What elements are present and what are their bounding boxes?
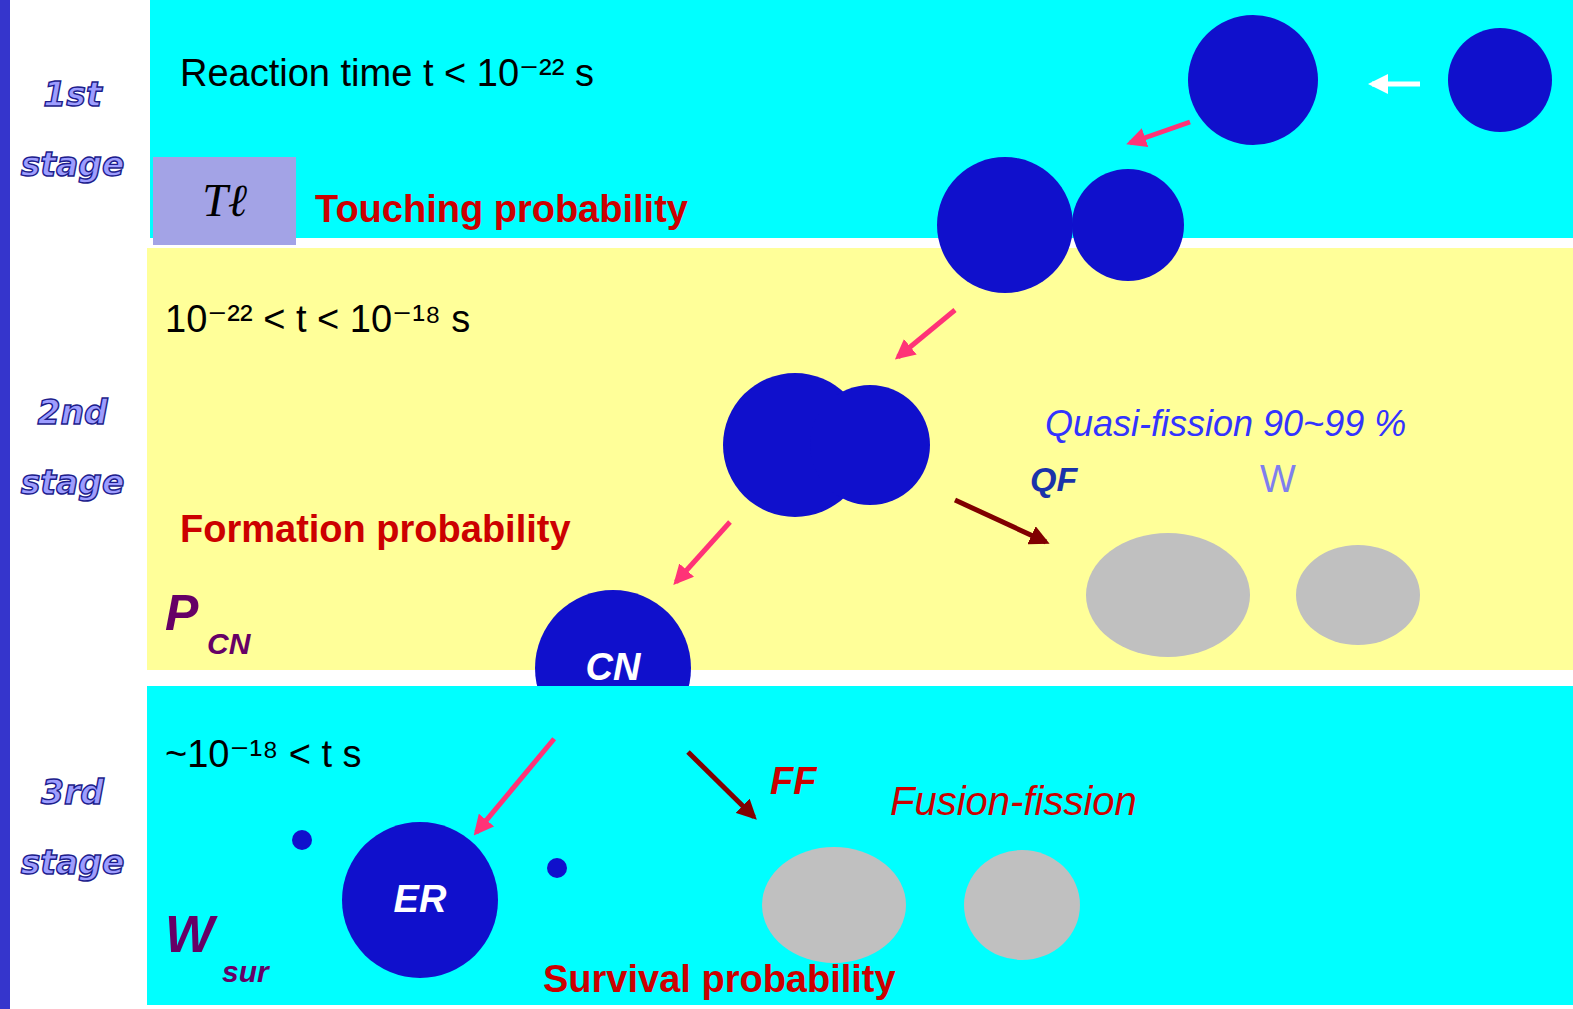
dinuclear-system [810,385,930,505]
stage-label: 2nd stage [0,378,145,518]
touching-nucleus [1072,169,1184,281]
target-nucleus [1188,15,1318,145]
touching-nucleus [937,157,1073,293]
edge-bar [0,0,10,1009]
channel-note: Fusion-fission [890,778,1137,824]
nucleus-label: CN [586,646,641,690]
evaporation-residue: ER [342,822,498,978]
stage-band: Tℓ Reaction time t < 10⁻²² s Touching prob… [150,0,1573,238]
nucleus-label: ER [394,878,447,922]
time-range: ~10⁻¹⁸ < t s [165,733,362,777]
flow-arrow [676,522,730,582]
probability-subscript: sur [222,955,269,990]
quasi-fission-arrow [955,500,1046,542]
projectile-nucleus [1448,28,1552,132]
fission-fragment [964,850,1080,960]
evaporated-neutron [292,830,312,850]
flow-arrow [1130,122,1190,143]
fission-fragment [762,847,906,963]
stage-band: ER ~10⁻¹⁸ < t s FF Fusion-fissionWsur Surviv… [147,686,1573,1005]
nucleus-disc [342,822,498,978]
stage-label: 1st stage [0,60,145,200]
stage-title: Survival probability [543,958,896,1002]
channel-symbol: W [1260,458,1296,502]
flow-arrow [476,739,554,833]
fusion-fission-arrow [688,752,754,817]
probability-symbol: W [165,905,214,965]
stage-title: Formation probability [180,508,571,552]
channel-note: Quasi-fission 90~99 % [1045,403,1406,444]
channel-tag: QF [1030,460,1077,499]
probability-symbol: P [165,585,198,643]
flow-arrow [898,310,955,357]
stage-title: Touching probability [315,188,688,232]
stage-label: 3rd stage [0,758,145,898]
symbol-box: Tℓ [153,157,296,245]
symbol-label: Tℓ [202,175,247,228]
time-range: Reaction time t < 10⁻²² s [180,52,594,96]
evaporated-neutron [547,858,567,878]
motion-arrow [1372,82,1420,87]
channel-tag: FF [770,760,816,804]
fission-fragment [1086,533,1250,657]
probability-subscript: CN [207,627,250,662]
fission-fragment [1296,545,1420,645]
time-range: 10⁻²² < t < 10⁻¹⁸ s [165,298,470,342]
